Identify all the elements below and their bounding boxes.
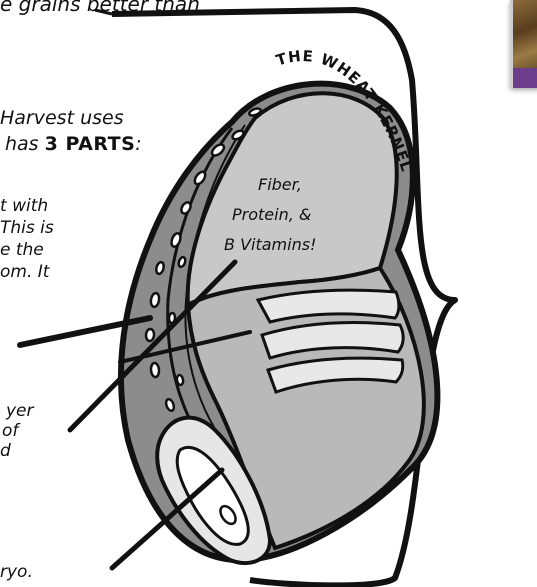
nutrients-label-line3: B Vitamins! <box>224 235 316 254</box>
nutrients-label-line2: Protein, & <box>232 205 311 224</box>
endosperm-layer-stripes <box>258 290 403 392</box>
nutrients-label-line1: Fiber, <box>258 175 302 194</box>
callout-bubble-tail <box>95 10 112 14</box>
